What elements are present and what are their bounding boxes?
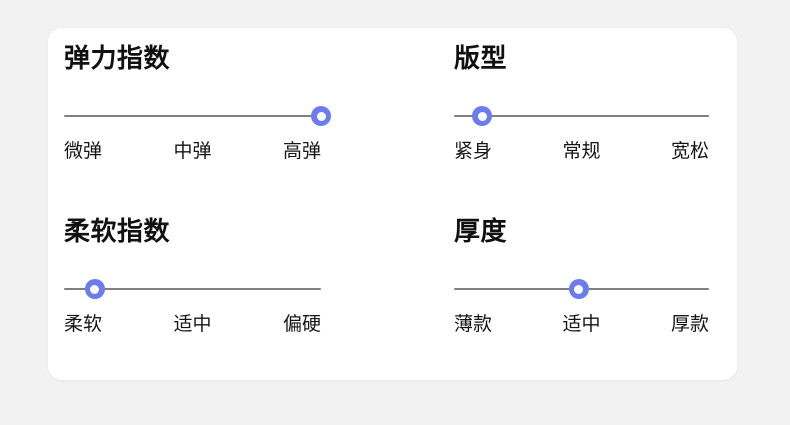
- slider-track-line: [64, 288, 321, 290]
- tick-label-thickness-0[interactable]: 薄款: [454, 314, 493, 335]
- slider-track-thickness[interactable]: [454, 278, 709, 300]
- tick-label-thickness-1[interactable]: 适中: [562, 314, 601, 335]
- slider-track-line: [64, 115, 321, 117]
- slider-track-fit[interactable]: [454, 105, 709, 127]
- slider-thumb-thickness[interactable]: [568, 279, 589, 299]
- slider-group-elasticity: 弹力指数 微弹 中弹 高弹: [64, 43, 331, 163]
- slider-group-softness: 柔软指数 柔软 适中 偏硬: [64, 218, 321, 336]
- tick-label-thickness-2[interactable]: 厚款: [670, 314, 709, 335]
- tick-label-fit-0[interactable]: 紧身: [454, 141, 493, 162]
- tick-label-softness-2[interactable]: 偏硬: [282, 314, 321, 335]
- group-title-elasticity: 弹力指数: [64, 43, 171, 73]
- tick-label-softness-0[interactable]: 柔软: [64, 314, 103, 335]
- tick-labels-thickness: 薄款 适中 厚款: [454, 314, 709, 336]
- tick-label-elasticity-0[interactable]: 微弹: [64, 141, 103, 162]
- slider-group-thickness: 厚度 薄款 适中 厚款: [454, 218, 709, 336]
- tick-label-fit-1[interactable]: 常规: [562, 141, 601, 162]
- slider-thumb-fit[interactable]: [472, 106, 493, 126]
- group-title-softness: 柔软指数: [64, 216, 171, 246]
- tick-label-elasticity-1[interactable]: 中弹: [173, 141, 212, 162]
- slider-group-fit: 版型 紧身 常规 宽松: [454, 45, 709, 163]
- slider-grid: 弹力指数 微弹 中弹 高弹 版型 紧身 常规 宽松: [48, 28, 737, 380]
- slider-track-softness[interactable]: [64, 278, 321, 300]
- tick-labels-softness: 柔软 适中 偏硬: [64, 314, 321, 336]
- tick-label-softness-1[interactable]: 适中: [173, 314, 212, 335]
- tick-labels-elasticity: 微弹 中弹 高弹: [64, 141, 321, 163]
- group-title-fit: 版型: [454, 43, 508, 73]
- slider-thumb-elasticity[interactable]: [311, 106, 331, 126]
- slider-track-line: [454, 115, 709, 117]
- tick-label-fit-2[interactable]: 宽松: [670, 141, 709, 162]
- tick-labels-fit: 紧身 常规 宽松: [454, 141, 709, 163]
- slider-track-elasticity[interactable]: [64, 105, 331, 127]
- attribute-panel: 弹力指数 微弹 中弹 高弹 版型 紧身 常规 宽松: [48, 28, 737, 380]
- tick-label-elasticity-2[interactable]: 高弹: [282, 141, 321, 162]
- group-title-thickness: 厚度: [454, 216, 508, 246]
- slider-thumb-softness[interactable]: [84, 279, 105, 299]
